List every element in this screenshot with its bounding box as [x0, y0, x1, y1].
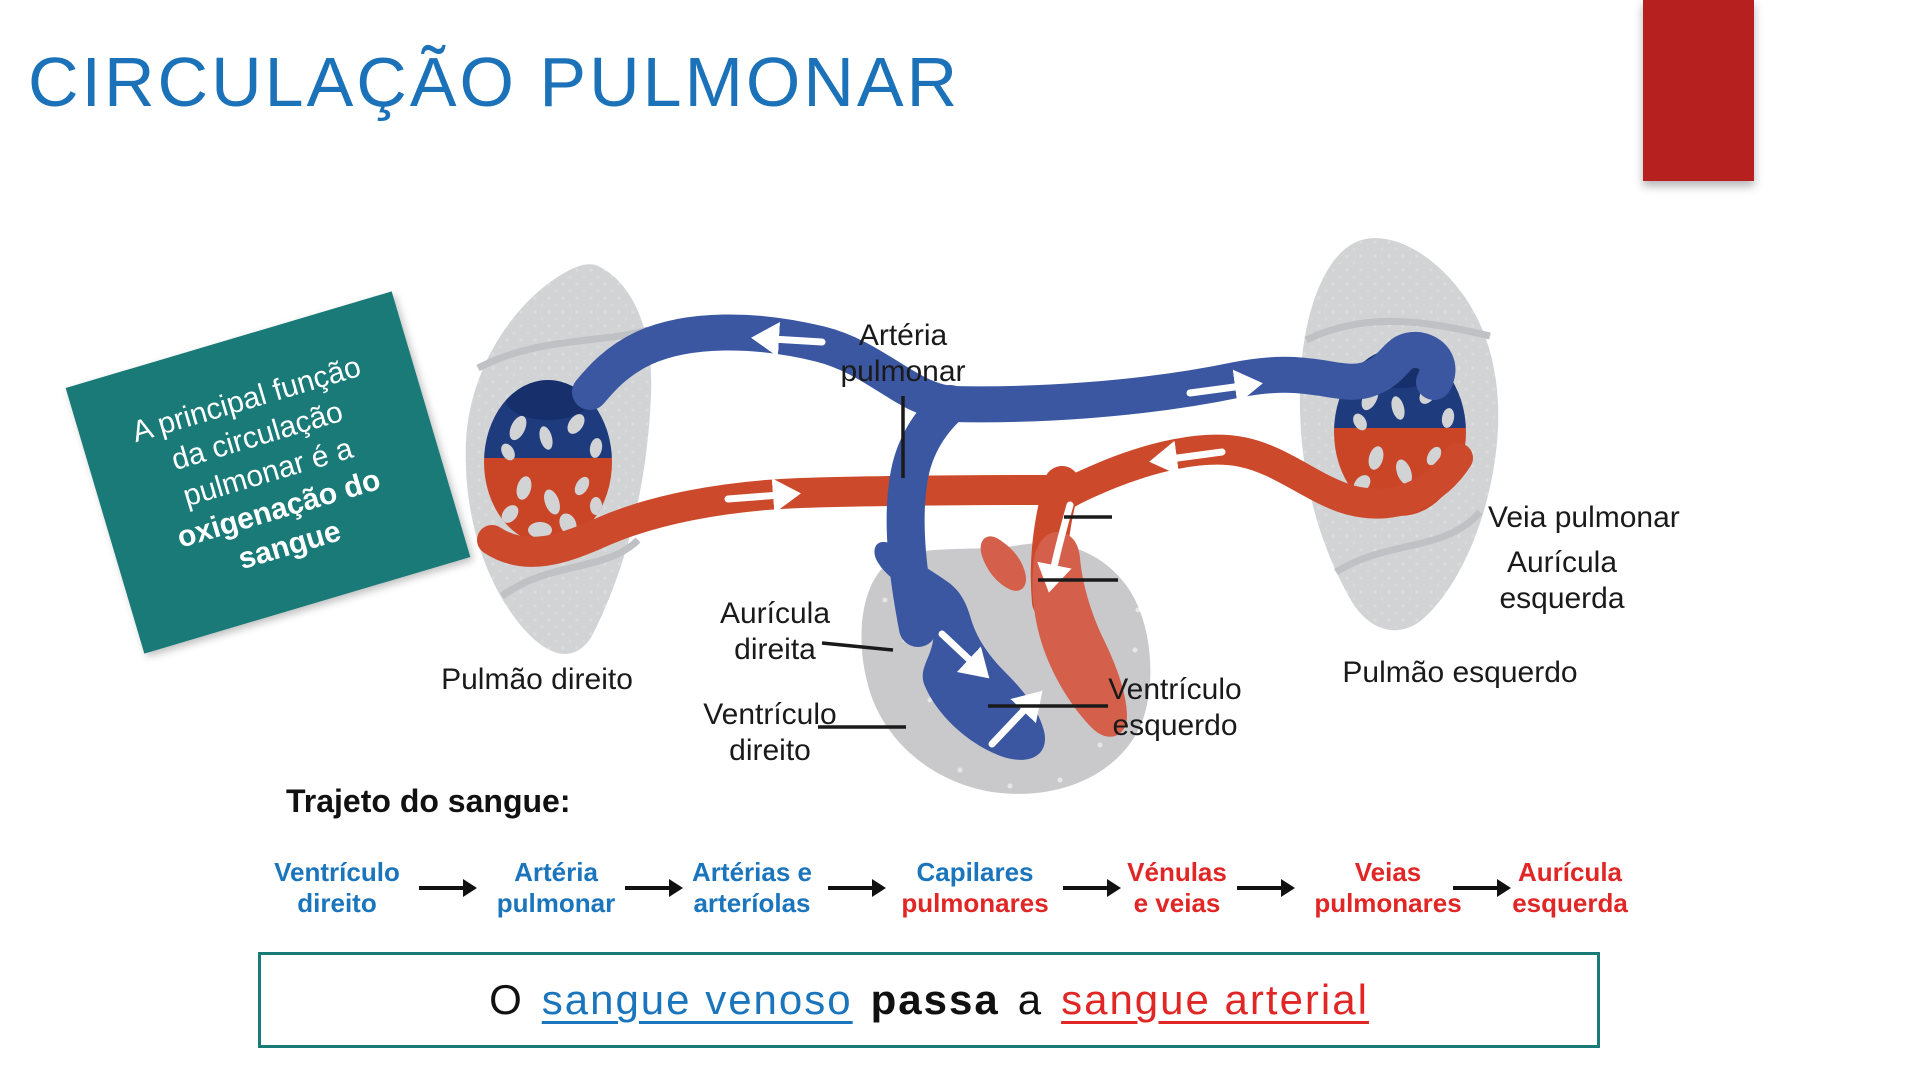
flow-step-ventriculo-direito: Ventrículo direito — [274, 857, 400, 919]
flow-step-line: Aurícula — [1517, 857, 1623, 887]
conclusion-prefix: O — [489, 976, 524, 1023]
flow-step-line: Artérias e — [692, 857, 812, 887]
flow-step-line: Ventrículo — [274, 857, 400, 887]
flow-arrow-icon — [1237, 879, 1295, 897]
flow-step-auricula-esquerda: Aurícula esquerda — [1512, 857, 1628, 919]
flow-step-line: e veias — [1133, 888, 1221, 918]
flow-step-line: Vénulas — [1127, 857, 1227, 887]
flow-step-line: Veias — [1354, 857, 1422, 887]
label-ventriculo-esquerdo: Ventrículo esquerdo — [1108, 673, 1242, 742]
flow-arrow-icon — [419, 879, 477, 897]
label-arteria-pulmonar: Artéria pulmonar — [840, 319, 966, 388]
conclusion-sangue-venoso: sangue venoso — [541, 976, 853, 1023]
label-veia-pulmonar: Veia pulmonar — [1488, 501, 1680, 534]
pulmonary-circulation-diagram — [465, 238, 1499, 794]
flow-direction-arrows — [724, 321, 1263, 748]
flow-step-line: pulmonares — [901, 888, 1049, 918]
flow-step-arterias-arteriolas: Artérias e arteríolas — [692, 857, 812, 919]
flow-arrow-icon — [828, 879, 886, 897]
flow-step-line: pulmonares — [1314, 888, 1462, 918]
flow-step-capilares-pulmonares: Capilares pulmonares — [901, 857, 1048, 919]
label-pulmao-direito: Pulmão direito — [441, 663, 633, 696]
label-auricula-esquerda: Aurícula esquerda — [1499, 546, 1625, 615]
conclusion-sangue-arterial: sangue arterial — [1061, 976, 1369, 1023]
conclusion-passa: passa — [870, 976, 1000, 1023]
flow-step-line: pulmonar — [496, 888, 616, 918]
conclusion-connector: a — [1017, 976, 1044, 1023]
flow-arrow-icon — [1453, 879, 1511, 897]
flow-step-arteria-pulmonar: Artéria pulmonar — [497, 857, 615, 919]
flow-step-veias-pulmonares: Veias pulmonares — [1314, 857, 1461, 919]
flow-step-line: Artéria — [514, 857, 598, 887]
accent-bar — [1643, 0, 1754, 181]
label-pulmao-esquerdo: Pulmão esquerdo — [1342, 656, 1578, 689]
flow-arrow-icon — [625, 879, 683, 897]
flow-step-line: arteríolas — [693, 888, 811, 918]
flow-step-line: esquerda — [1512, 888, 1628, 918]
flow-step-line: direito — [297, 888, 377, 918]
page-title: CIRCULAÇÃO PULMONAR — [28, 43, 961, 121]
label-ventriculo-direito: Ventrículo direito — [703, 698, 837, 767]
flow-step-venulas-veias: Vénulas e veias — [1127, 857, 1227, 919]
label-auricula-direita: Aurícula direita — [719, 597, 831, 666]
conclusion-box: O sangue venoso passa a sangue arterial — [258, 952, 1600, 1048]
flow-step-line: Capilares — [916, 857, 1034, 887]
label-connector-lines — [818, 396, 1118, 729]
flow-arrow-icon — [1063, 879, 1121, 897]
trajeto-heading: Trajeto do sangue: — [286, 783, 571, 819]
